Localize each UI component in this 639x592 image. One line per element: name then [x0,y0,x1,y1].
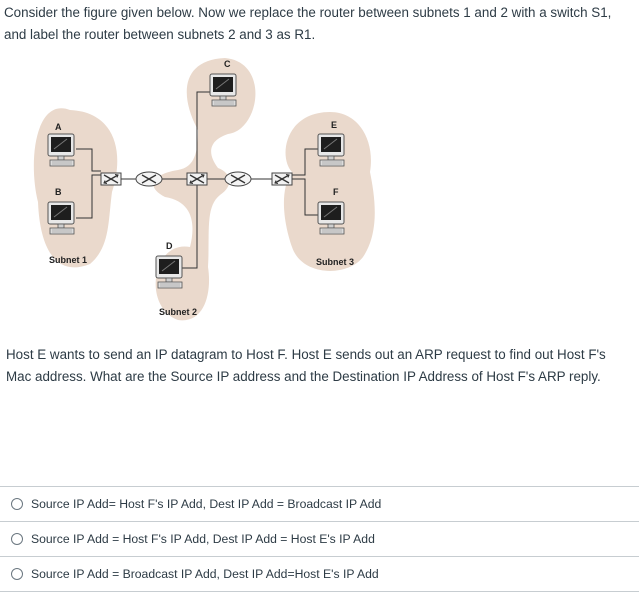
host-d-computer [155,255,183,289]
host-b-computer [47,201,75,235]
answer-option-label: Source IP Add = Host F's IP Add, Dest IP… [31,532,375,546]
subnet-3-label: Subnet 3 [316,257,354,267]
answer-option-3[interactable]: Source IP Add = Broadcast IP Add, Dest I… [0,556,639,592]
answer-option-2[interactable]: Source IP Add = Host F's IP Add, Dest IP… [0,521,639,556]
host-e-label: E [331,120,337,130]
answer-option-1[interactable]: Source IP Add= Host F's IP Add, Dest IP … [0,486,639,521]
switch-subnet-3 [271,172,293,186]
network-diagram: A B C D E F Subnet 1 Subnet 2 Subnet 3 [33,58,375,321]
answer-options: Source IP Add= Host F's IP Add, Dest IP … [0,486,639,592]
network-figure: A B C D E F Subnet 1 Subnet 2 Subnet 3 [30,52,390,327]
host-f-label: F [333,187,339,197]
radio-button[interactable] [11,498,23,510]
host-c-label: C [224,59,231,69]
subnet-2-region [153,58,256,321]
switch-subnet-1 [100,172,122,186]
host-f-computer [317,201,345,235]
radio-button[interactable] [11,568,23,580]
subnet-1-label: Subnet 1 [49,255,87,265]
question-intro: Consider the figure given below. Now we … [4,5,612,42]
subnet-1-region [33,108,118,268]
router-r1 [224,171,252,187]
host-c-computer [209,73,237,107]
host-a-computer [47,133,75,167]
host-d-label: D [166,241,173,251]
subnet-3-region [283,112,375,271]
answer-option-label: Source IP Add= Host F's IP Add, Dest IP … [31,497,382,511]
host-e-computer [317,133,345,167]
answer-option-label: Source IP Add = Broadcast IP Add, Dest I… [31,567,379,581]
radio-button[interactable] [11,533,23,545]
question-text: Host E wants to send an IP datagram to H… [6,347,606,384]
subnet-2-label: Subnet 2 [159,307,197,317]
host-a-label: A [55,122,62,132]
router-s1-position [135,171,163,187]
switch-subnet-2 [186,172,208,186]
host-b-label: B [55,187,62,197]
